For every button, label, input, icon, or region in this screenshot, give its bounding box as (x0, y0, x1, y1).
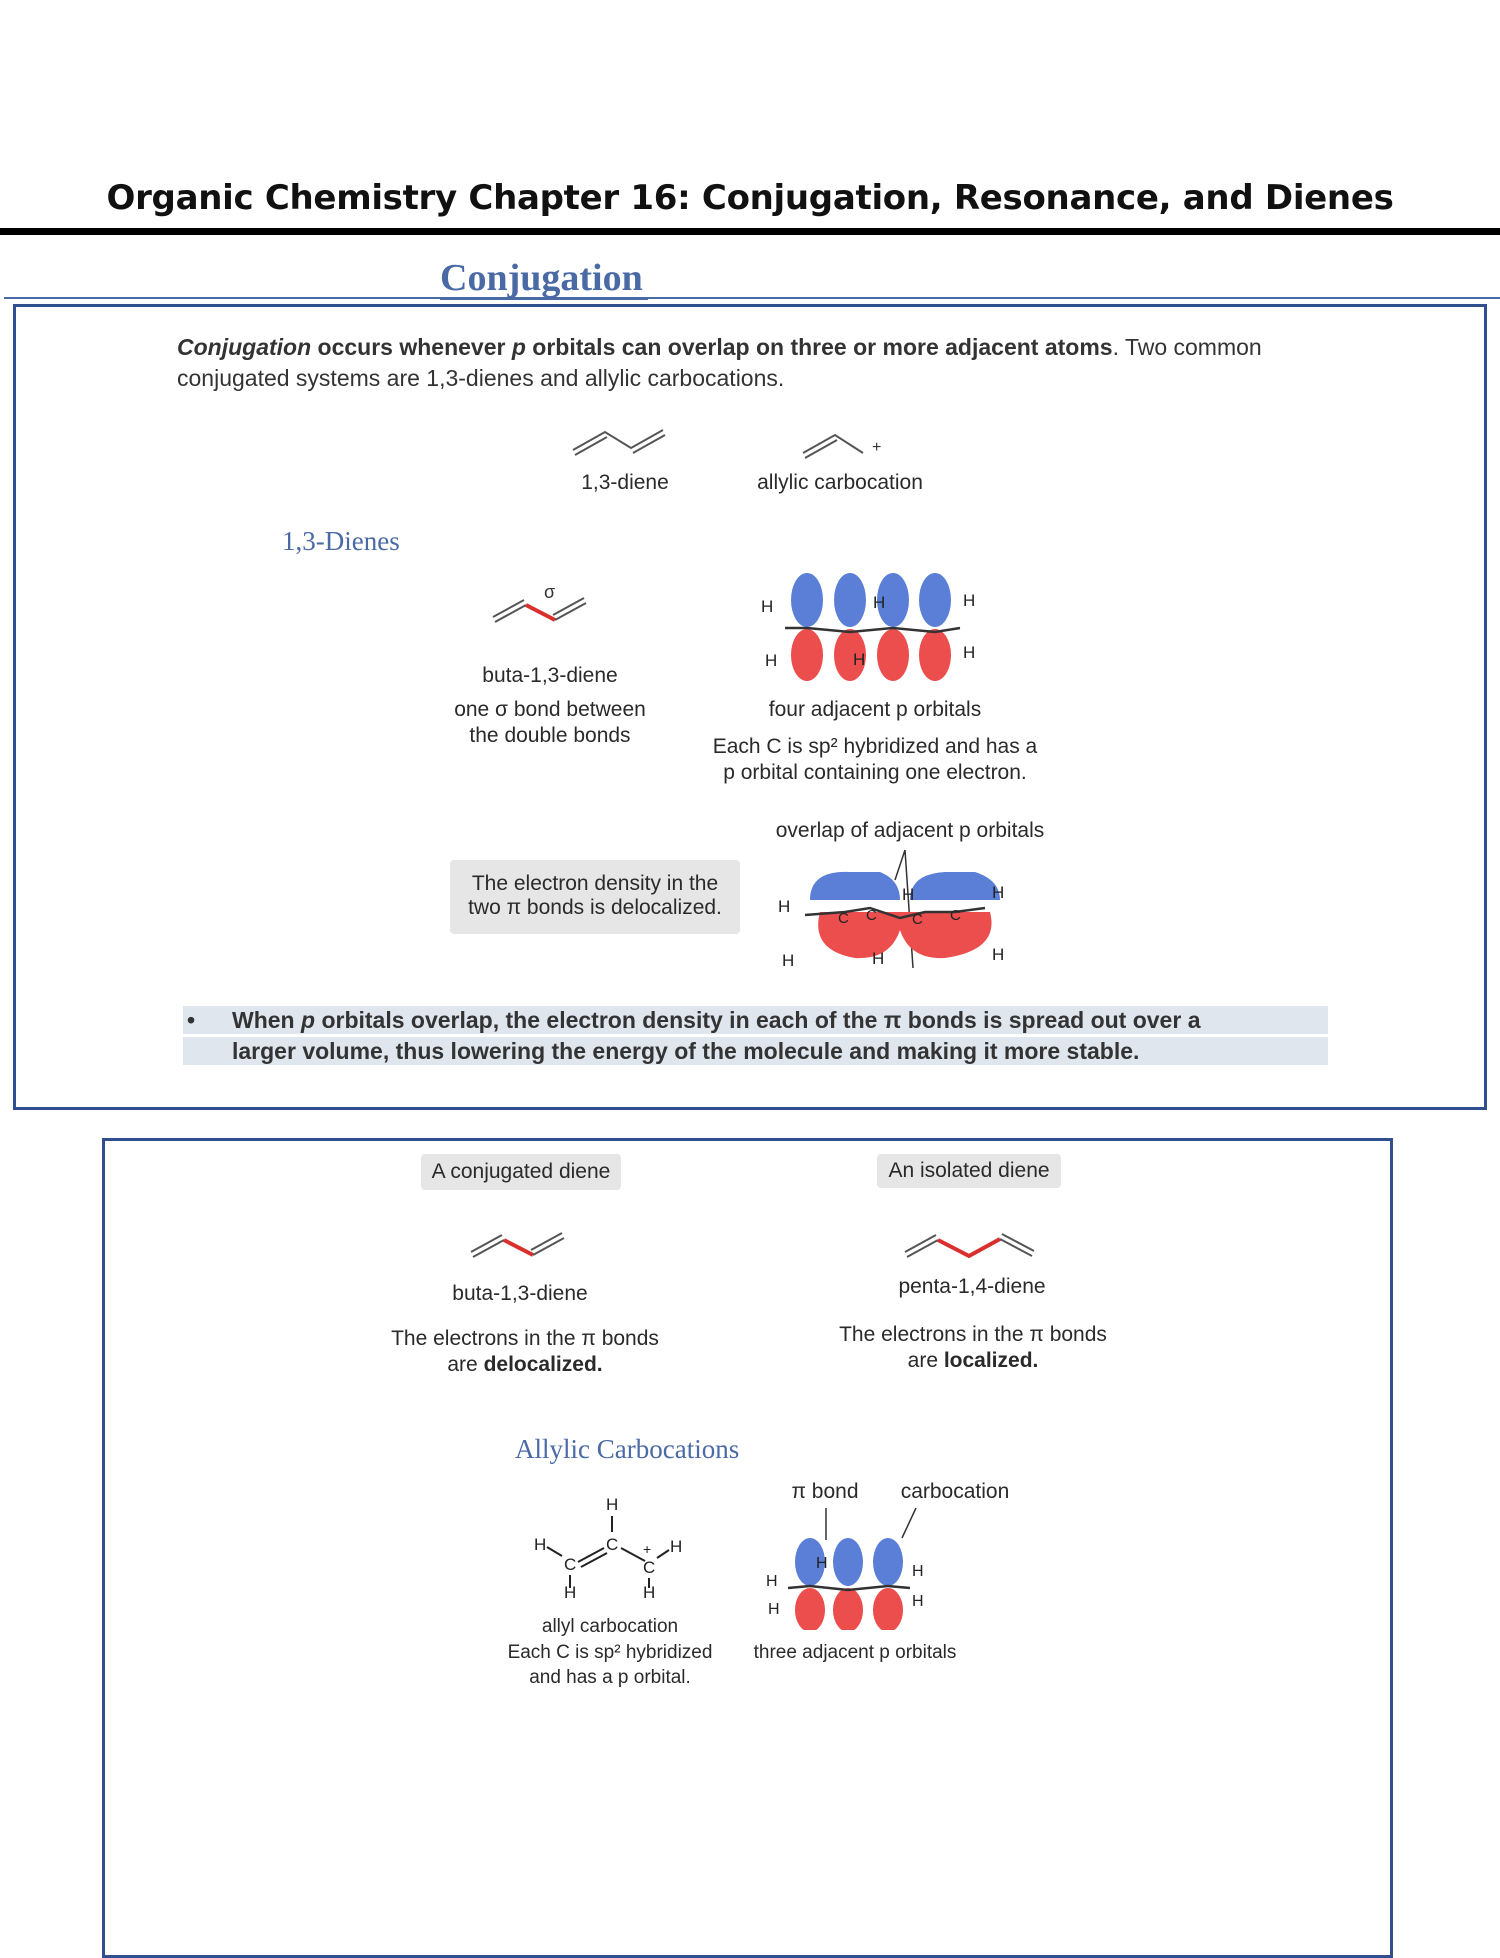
bullet-line-2: larger volume, thus lowering the energy … (232, 1038, 1140, 1064)
svg-text:C: C (866, 907, 877, 924)
svg-text:H: H (992, 883, 1004, 902)
svg-text:H: H (872, 949, 884, 968)
sp2-caption-line2: p orbital containing one electron. (723, 761, 1027, 784)
section-heading-underline (440, 297, 648, 300)
svg-text:H: H (992, 945, 1004, 964)
bullet-highlight-2 (183, 1037, 1328, 1065)
conjugated-diene-label: A conjugated diene (421, 1154, 621, 1190)
allyl-charge: + (643, 1541, 651, 1557)
svg-text:C: C (606, 1535, 618, 1554)
p-orbital-1 (791, 573, 823, 681)
three-orbitals-caption: three adjacent p orbitals (753, 1642, 957, 1663)
conjugated-diene-structure (470, 1232, 565, 1258)
svg-text:C: C (912, 911, 923, 928)
svg-text:H: H (902, 885, 914, 904)
four-orbitals-caption: four adjacent p orbitals (768, 698, 982, 721)
cation-charge: + (872, 439, 881, 456)
svg-text:C: C (950, 907, 961, 924)
svg-text:H: H (564, 1583, 576, 1600)
p-orbital-4 (919, 573, 951, 681)
conjugation-box (13, 304, 1487, 1110)
diene-skeletal-structure (572, 429, 666, 456)
svg-text:H: H (963, 643, 975, 662)
svg-text:H: H (782, 951, 794, 970)
allyl-p-orbital-3 (873, 1538, 903, 1630)
svg-text:C: C (564, 1555, 576, 1574)
svg-text:H: H (963, 591, 975, 610)
page-title: Organic Chemistry Chapter 16: Conjugatio… (106, 178, 1394, 218)
title-divider (0, 228, 1500, 235)
svg-text:H: H (816, 1555, 828, 1572)
svg-text:H: H (768, 1601, 780, 1618)
allyl-p-orbital-2 (833, 1538, 863, 1630)
section-heading: Conjugation (440, 257, 643, 299)
allylic-subheading: Allylic Carbocations (515, 1434, 740, 1464)
isolated-note: The electrons in the π bonds are localiz… (839, 1323, 1107, 1372)
isolated-diene-name: penta-1,4-diene (898, 1275, 1046, 1298)
comparison-box (102, 1138, 1393, 1958)
isolated-diene-label: An isolated diene (877, 1154, 1061, 1188)
four-p-orbitals-diagram: H H H H H H (761, 573, 975, 681)
bullet-highlight-1 (183, 1006, 1328, 1034)
svg-text:H: H (778, 897, 790, 916)
allyl-cation-name: allyl carbocation (541, 1616, 679, 1637)
svg-text:H: H (534, 1535, 546, 1554)
overlap-label: overlap of adjacent p orbitals (775, 819, 1045, 842)
three-p-orbitals-diagram: H H H H H (766, 1507, 924, 1630)
allylic-cation-label: allylic carbocation (757, 471, 923, 494)
svg-text:C: C (643, 1558, 655, 1577)
sigma-symbol: σ (544, 582, 555, 602)
conjugated-diene-name: buta-1,3-diene (452, 1282, 588, 1305)
sigma-note-line1: one σ bond between (454, 698, 646, 721)
diene-label: 1,3-diene (581, 471, 669, 494)
sp2-caption-line1: Each C is sp² hybridized and has a (712, 735, 1038, 758)
allyl-cation-lewis-structure: H C H C C + H H H (534, 1495, 682, 1600)
butadiene-name: buta-1,3-diene (482, 664, 618, 687)
bullet-line-1: When p orbitals overlap, the electron de… (232, 1007, 1201, 1033)
allyl-p-orbital-1 (795, 1538, 825, 1630)
delocalized-note: The electron density in the two π bonds … (450, 860, 740, 934)
pi-bond-label: π bond (791, 1480, 859, 1503)
svg-text:H: H (912, 1563, 924, 1580)
p-orbital-3 (877, 573, 909, 681)
svg-text:H: H (606, 1495, 618, 1514)
svg-text:H: H (766, 1573, 778, 1590)
svg-text:C: C (838, 910, 849, 927)
allyl-sp2-line1: Each C is sp² hybridized (507, 1642, 713, 1663)
intro-paragraph: Conjugation occurs whenever p orbitals c… (177, 334, 1262, 391)
svg-text:H: H (670, 1537, 682, 1556)
svg-text:H: H (912, 1593, 924, 1610)
dienes-subheading: 1,3-Dienes (282, 526, 400, 556)
svg-text:H: H (765, 651, 777, 670)
overlapping-orbitals-diagram: H H H H H H C C C C (778, 849, 1004, 970)
butadiene-sigma-structure: σ (492, 582, 587, 623)
svg-text:H: H (873, 593, 885, 612)
svg-text:H: H (761, 597, 773, 616)
section-divider (4, 297, 1500, 299)
bullet-symbol: • (187, 1007, 196, 1033)
p-orbital-2 (834, 573, 866, 681)
conjugated-note: The electrons in the π bonds are delocal… (391, 1327, 659, 1376)
allylic-cation-skeletal-structure: + (802, 433, 881, 459)
isolated-diene-structure (904, 1233, 1035, 1259)
carbocation-label: carbocation (900, 1480, 1010, 1503)
svg-text:H: H (643, 1583, 655, 1600)
allyl-sp2-line2: and has a p orbital. (529, 1667, 691, 1688)
sigma-note-line2: the double bonds (469, 724, 631, 747)
intro-term: Conjugation (177, 334, 312, 360)
svg-text:H: H (853, 650, 865, 669)
